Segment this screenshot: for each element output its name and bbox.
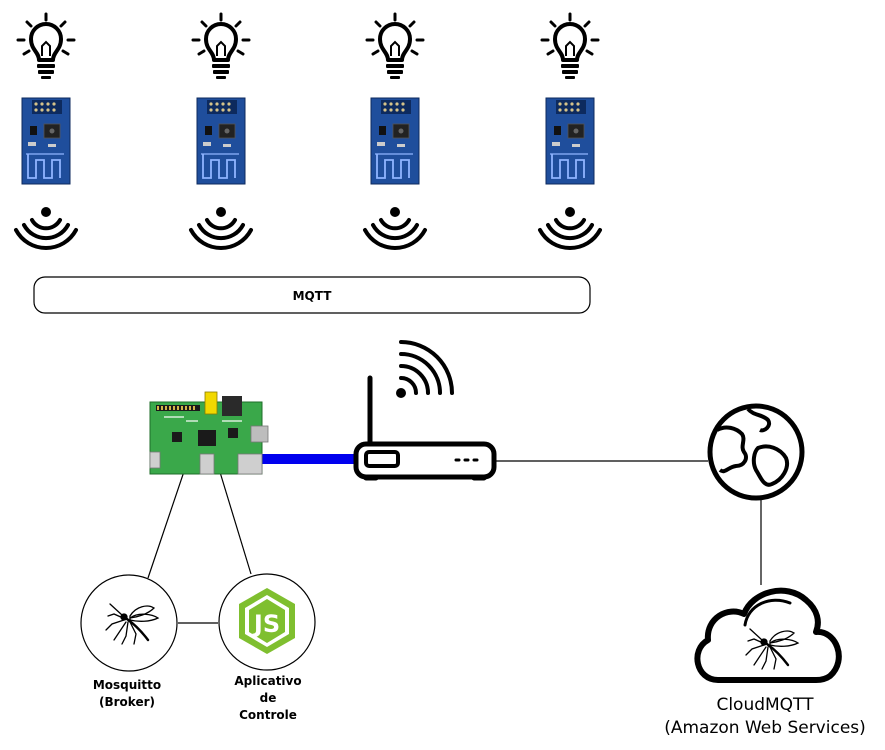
wireless-signal-icon [363,205,427,250]
esp8266-module-icon [370,97,420,185]
app-label-line2: de [260,691,277,705]
mqtt-bus: MQTT [33,276,591,314]
esp8266-module-icon [21,97,71,185]
lightbulb-icon [365,12,425,81]
app-node: JS [218,573,316,671]
broker-label-role: (Broker) [99,695,155,709]
esp8266-module-icon [196,97,246,185]
raspberry-pi-board-icon [149,391,269,475]
cloud-title: CloudMQTT [716,695,814,715]
globe-icon [707,403,805,501]
wifi-router-icon [353,340,497,481]
broker-node [80,574,178,672]
device-node [189,12,253,250]
mqtt-bus-label: MQTT [293,289,333,303]
ethernet-cable [262,454,358,464]
cloud-subtitle: (Amazon Web Services) [664,718,866,738]
device-node [14,12,78,250]
esp8266-module-icon [545,97,595,185]
lightbulb-icon [16,12,76,81]
wireless-signal-icon [14,205,78,250]
app-label-line3: Controle [239,708,297,722]
nodejs-icon: JS [239,588,295,654]
svg-text:JS: JS [252,610,280,638]
device-node [363,12,427,250]
wireless-signal-icon [538,205,602,250]
broker-label-name: Mosquitto [93,678,161,692]
lightbulb-icon [540,12,600,81]
wireless-signal-icon [189,205,253,250]
device-node [538,12,602,250]
app-label-line1: Aplicativo [234,674,301,688]
lightbulb-icon [191,12,251,81]
cloud-icon [694,587,842,683]
